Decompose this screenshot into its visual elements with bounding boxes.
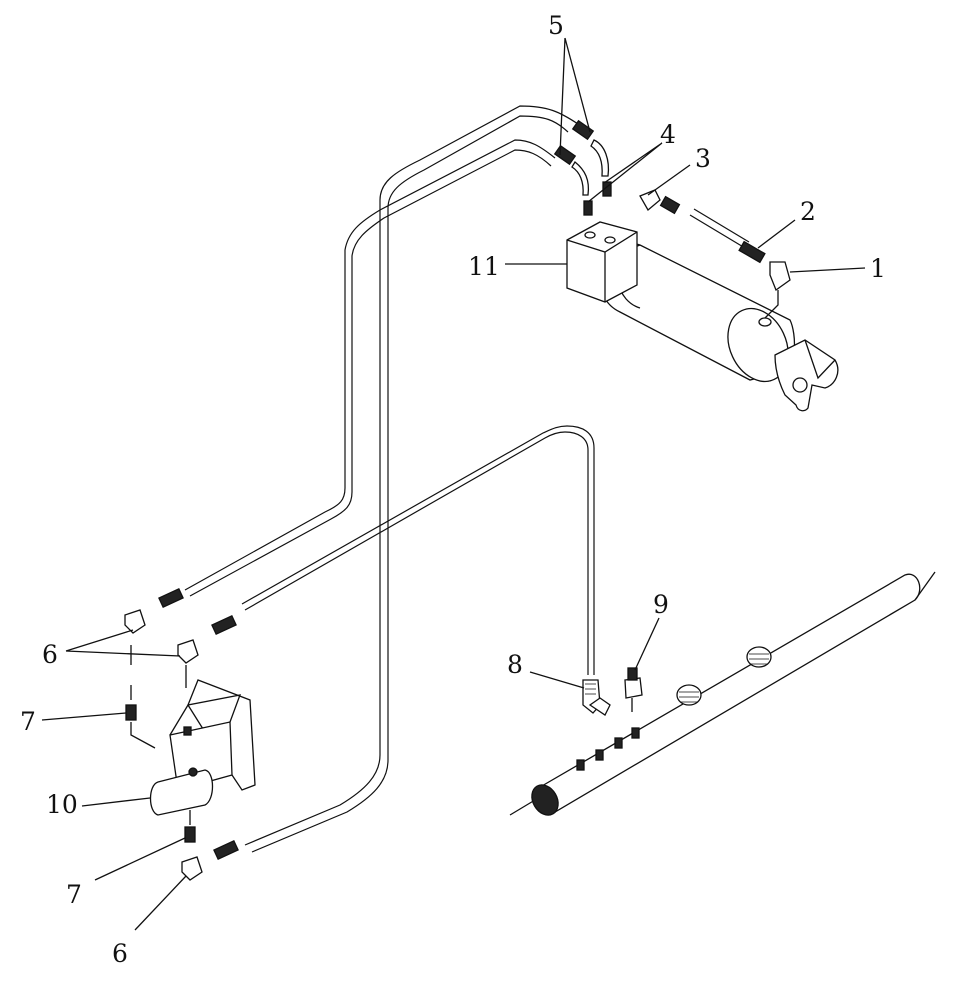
adapter-4a <box>583 200 593 216</box>
callout-3: 3 <box>695 144 711 173</box>
cylinder-clevis <box>774 339 839 412</box>
hose-cylinder-link <box>689 214 746 249</box>
hose-middle <box>184 139 556 591</box>
cylinder-fittings <box>553 119 791 319</box>
bushing-b <box>746 646 772 668</box>
callout-10: 10 <box>46 790 78 819</box>
elbow-1 <box>769 261 791 292</box>
manifold-pipe <box>509 571 936 816</box>
bushing-a <box>676 684 702 706</box>
callout-6-lower: 6 <box>112 939 128 968</box>
hose-end-6c <box>213 839 239 861</box>
elbow-5a <box>571 161 590 196</box>
hydraulic-cylinder <box>566 221 839 412</box>
callout-6-pair: 6 <box>42 640 58 669</box>
hose-end-5b <box>571 119 595 141</box>
callout-8: 8 <box>507 650 523 679</box>
leader-lines <box>41 37 866 931</box>
tee-9 <box>624 677 643 699</box>
hose-cylinder-link-b <box>693 208 750 243</box>
hose-return <box>244 431 589 675</box>
adapter-7b <box>184 826 196 843</box>
hose-middle-b <box>189 149 552 597</box>
adapter-4b <box>602 181 612 197</box>
callout-11: 11 <box>468 252 500 281</box>
elbow-6b <box>177 639 199 664</box>
elbow-5b <box>590 139 610 177</box>
pipe-nut <box>531 784 559 816</box>
callout-5: 5 <box>548 11 564 40</box>
callout-1: 1 <box>870 254 886 283</box>
hose-return-b <box>241 425 595 675</box>
valve-block <box>169 721 233 791</box>
elbow-3 <box>639 189 661 211</box>
elbow-6c <box>181 856 203 881</box>
hose-end-6a <box>158 587 184 609</box>
adapter-7a <box>125 704 137 721</box>
callout-4: 4 <box>660 120 676 149</box>
valve-tube-10 <box>149 769 214 816</box>
hose-end-3 <box>659 195 681 215</box>
cylinder-block <box>566 221 638 303</box>
callout-7-upper: 7 <box>20 707 36 736</box>
hose-end-6b <box>211 614 237 636</box>
hose-end-5a <box>553 144 577 166</box>
valve-bracket-assembly <box>124 587 256 881</box>
callout-2: 2 <box>800 197 816 226</box>
callout-labels: 5 4 3 2 1 11 6 7 10 7 6 8 9 <box>20 11 886 968</box>
hose-end-2 <box>738 240 766 264</box>
callout-7-lower: 7 <box>66 880 82 909</box>
hose-outer-b <box>251 115 569 853</box>
callout-9: 9 <box>653 590 669 619</box>
hose-lines <box>184 105 750 853</box>
hose-outer <box>244 105 579 846</box>
elbow-6a <box>124 609 146 634</box>
cylinder-rod-collar <box>727 307 789 383</box>
